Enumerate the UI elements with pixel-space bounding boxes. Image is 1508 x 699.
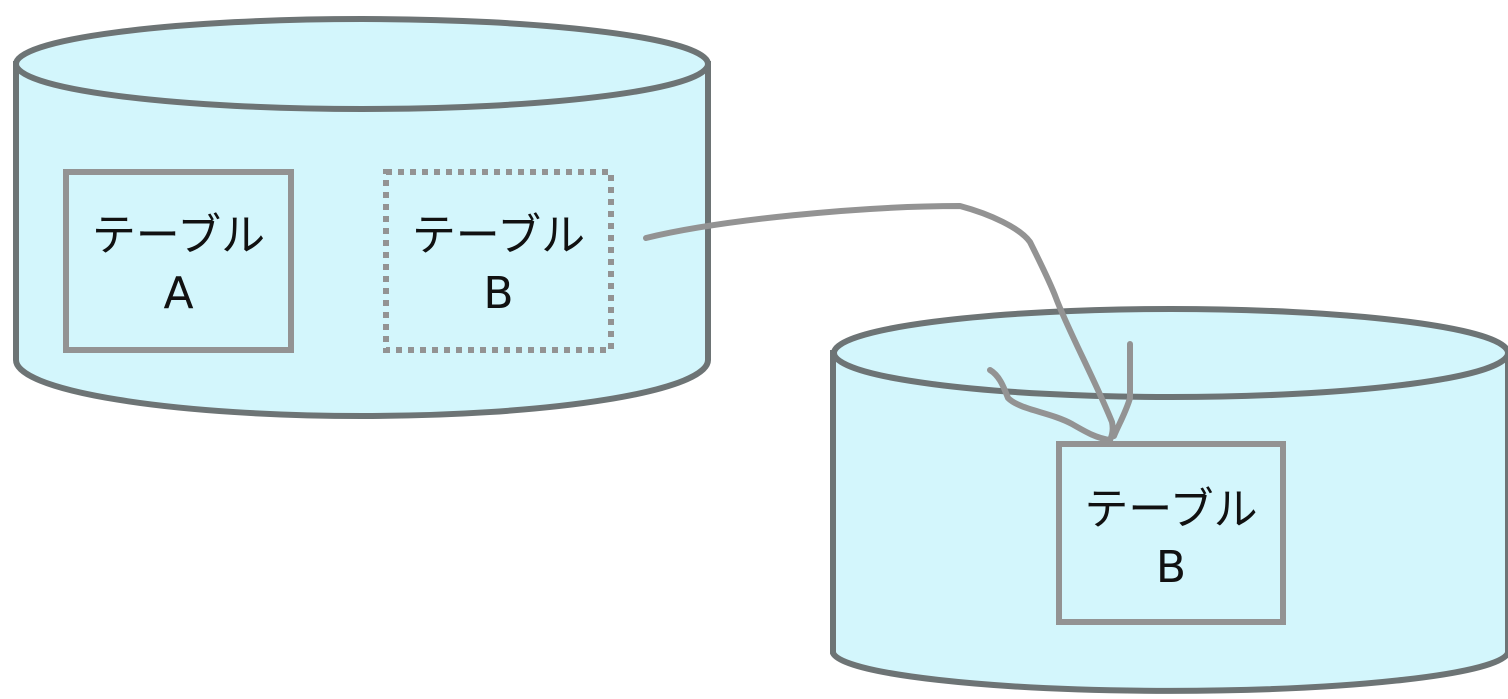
source-table-a-line2: A bbox=[163, 268, 193, 319]
target-table-b-box bbox=[1056, 441, 1286, 625]
source-table-b-line2: B bbox=[483, 268, 513, 319]
connector-main-strand bbox=[643, 203, 1116, 443]
connector-strand-left bbox=[987, 367, 1113, 443]
source-table-b-box bbox=[383, 169, 614, 353]
source-table-b-line1: テーブル bbox=[412, 210, 585, 261]
transfer-connector bbox=[643, 203, 1133, 443]
target-table-b-line1: テーブル bbox=[1084, 484, 1257, 535]
target-table-b-line2: B bbox=[1156, 542, 1186, 593]
target-table-b: テーブル B bbox=[1056, 441, 1286, 625]
source-database-cylinder bbox=[13, 16, 711, 419]
source-table-a-box bbox=[63, 169, 294, 353]
source-table-a-line1: テーブル bbox=[92, 210, 265, 261]
source-table-a: テーブル A bbox=[63, 169, 294, 353]
source-database-top bbox=[13, 16, 711, 112]
target-database-top bbox=[831, 306, 1508, 400]
source-database-body bbox=[13, 61, 711, 419]
source-table-b: テーブル B bbox=[383, 169, 614, 353]
connector-strand-right bbox=[1111, 341, 1133, 439]
